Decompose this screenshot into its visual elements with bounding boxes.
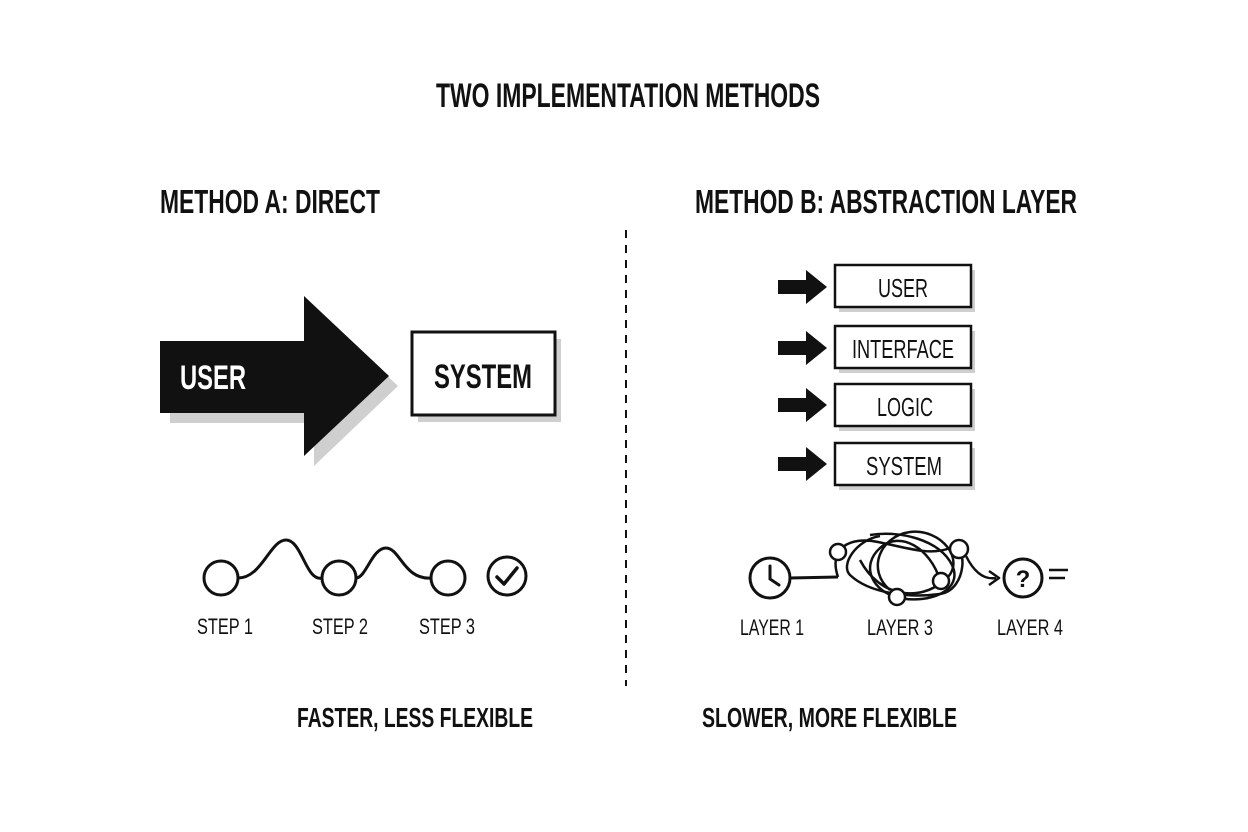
path-label-2: LAYER 3 [867, 615, 933, 640]
step-label-3: STEP 3 [419, 614, 475, 639]
method-b-heading: METHOD B: ABSTRACTION LAYER [695, 183, 1077, 220]
svg-text:?: ? [1016, 566, 1031, 593]
layer-label-logic: LOGIC [877, 392, 933, 422]
check-circle-icon [486, 555, 528, 597]
layer-label-user: USER [878, 273, 928, 303]
system-box-label: SYSTEM [434, 358, 532, 396]
method-a-caption: FASTER, LESS FLEXIBLE [297, 702, 533, 733]
step-label-2: STEP 2 [312, 614, 368, 639]
path-label-1: LAYER 1 [740, 615, 804, 640]
arrow-right-icon [778, 388, 827, 422]
layer-row-system: SYSTEM [778, 441, 975, 490]
layer-row-interface: INTERFACE [778, 324, 975, 373]
diagram-title: TWO IMPLEMENTATION METHODS [436, 77, 820, 115]
tangle-node-2 [931, 571, 951, 591]
layer-stack: USER INTERFACE LOGIC SYSTEM [778, 263, 975, 490]
arrow-user-label: USER [180, 359, 246, 397]
arrow-right-icon [778, 447, 827, 481]
layer-label-interface: INTERFACE [852, 334, 954, 364]
step-2-node [320, 559, 358, 597]
layer-label-system: SYSTEM [866, 451, 942, 481]
clock-icon [748, 556, 792, 600]
layer-row-user: USER [778, 263, 975, 312]
steps-path [202, 538, 528, 597]
arrow-right-icon [778, 331, 827, 365]
user-arrow: USER [160, 296, 398, 466]
method-a-heading: METHOD A: DIRECT [160, 183, 380, 220]
tangle-node-3 [887, 587, 907, 607]
tangle-node-4 [948, 538, 970, 560]
question-circle-icon: ? [1002, 557, 1068, 599]
tangle-node-1 [828, 542, 848, 562]
step-1-node [202, 559, 240, 597]
step-label-1: STEP 1 [197, 614, 253, 639]
layer-row-logic: LOGIC [778, 382, 975, 431]
system-box: SYSTEM [410, 330, 561, 422]
method-b-caption: SLOWER, MORE FLEXIBLE [702, 702, 957, 733]
path-label-3: LAYER 4 [997, 615, 1063, 640]
step-3-node [429, 559, 467, 597]
arrow-right-icon [778, 270, 827, 304]
layer-path: ? [748, 530, 1068, 607]
